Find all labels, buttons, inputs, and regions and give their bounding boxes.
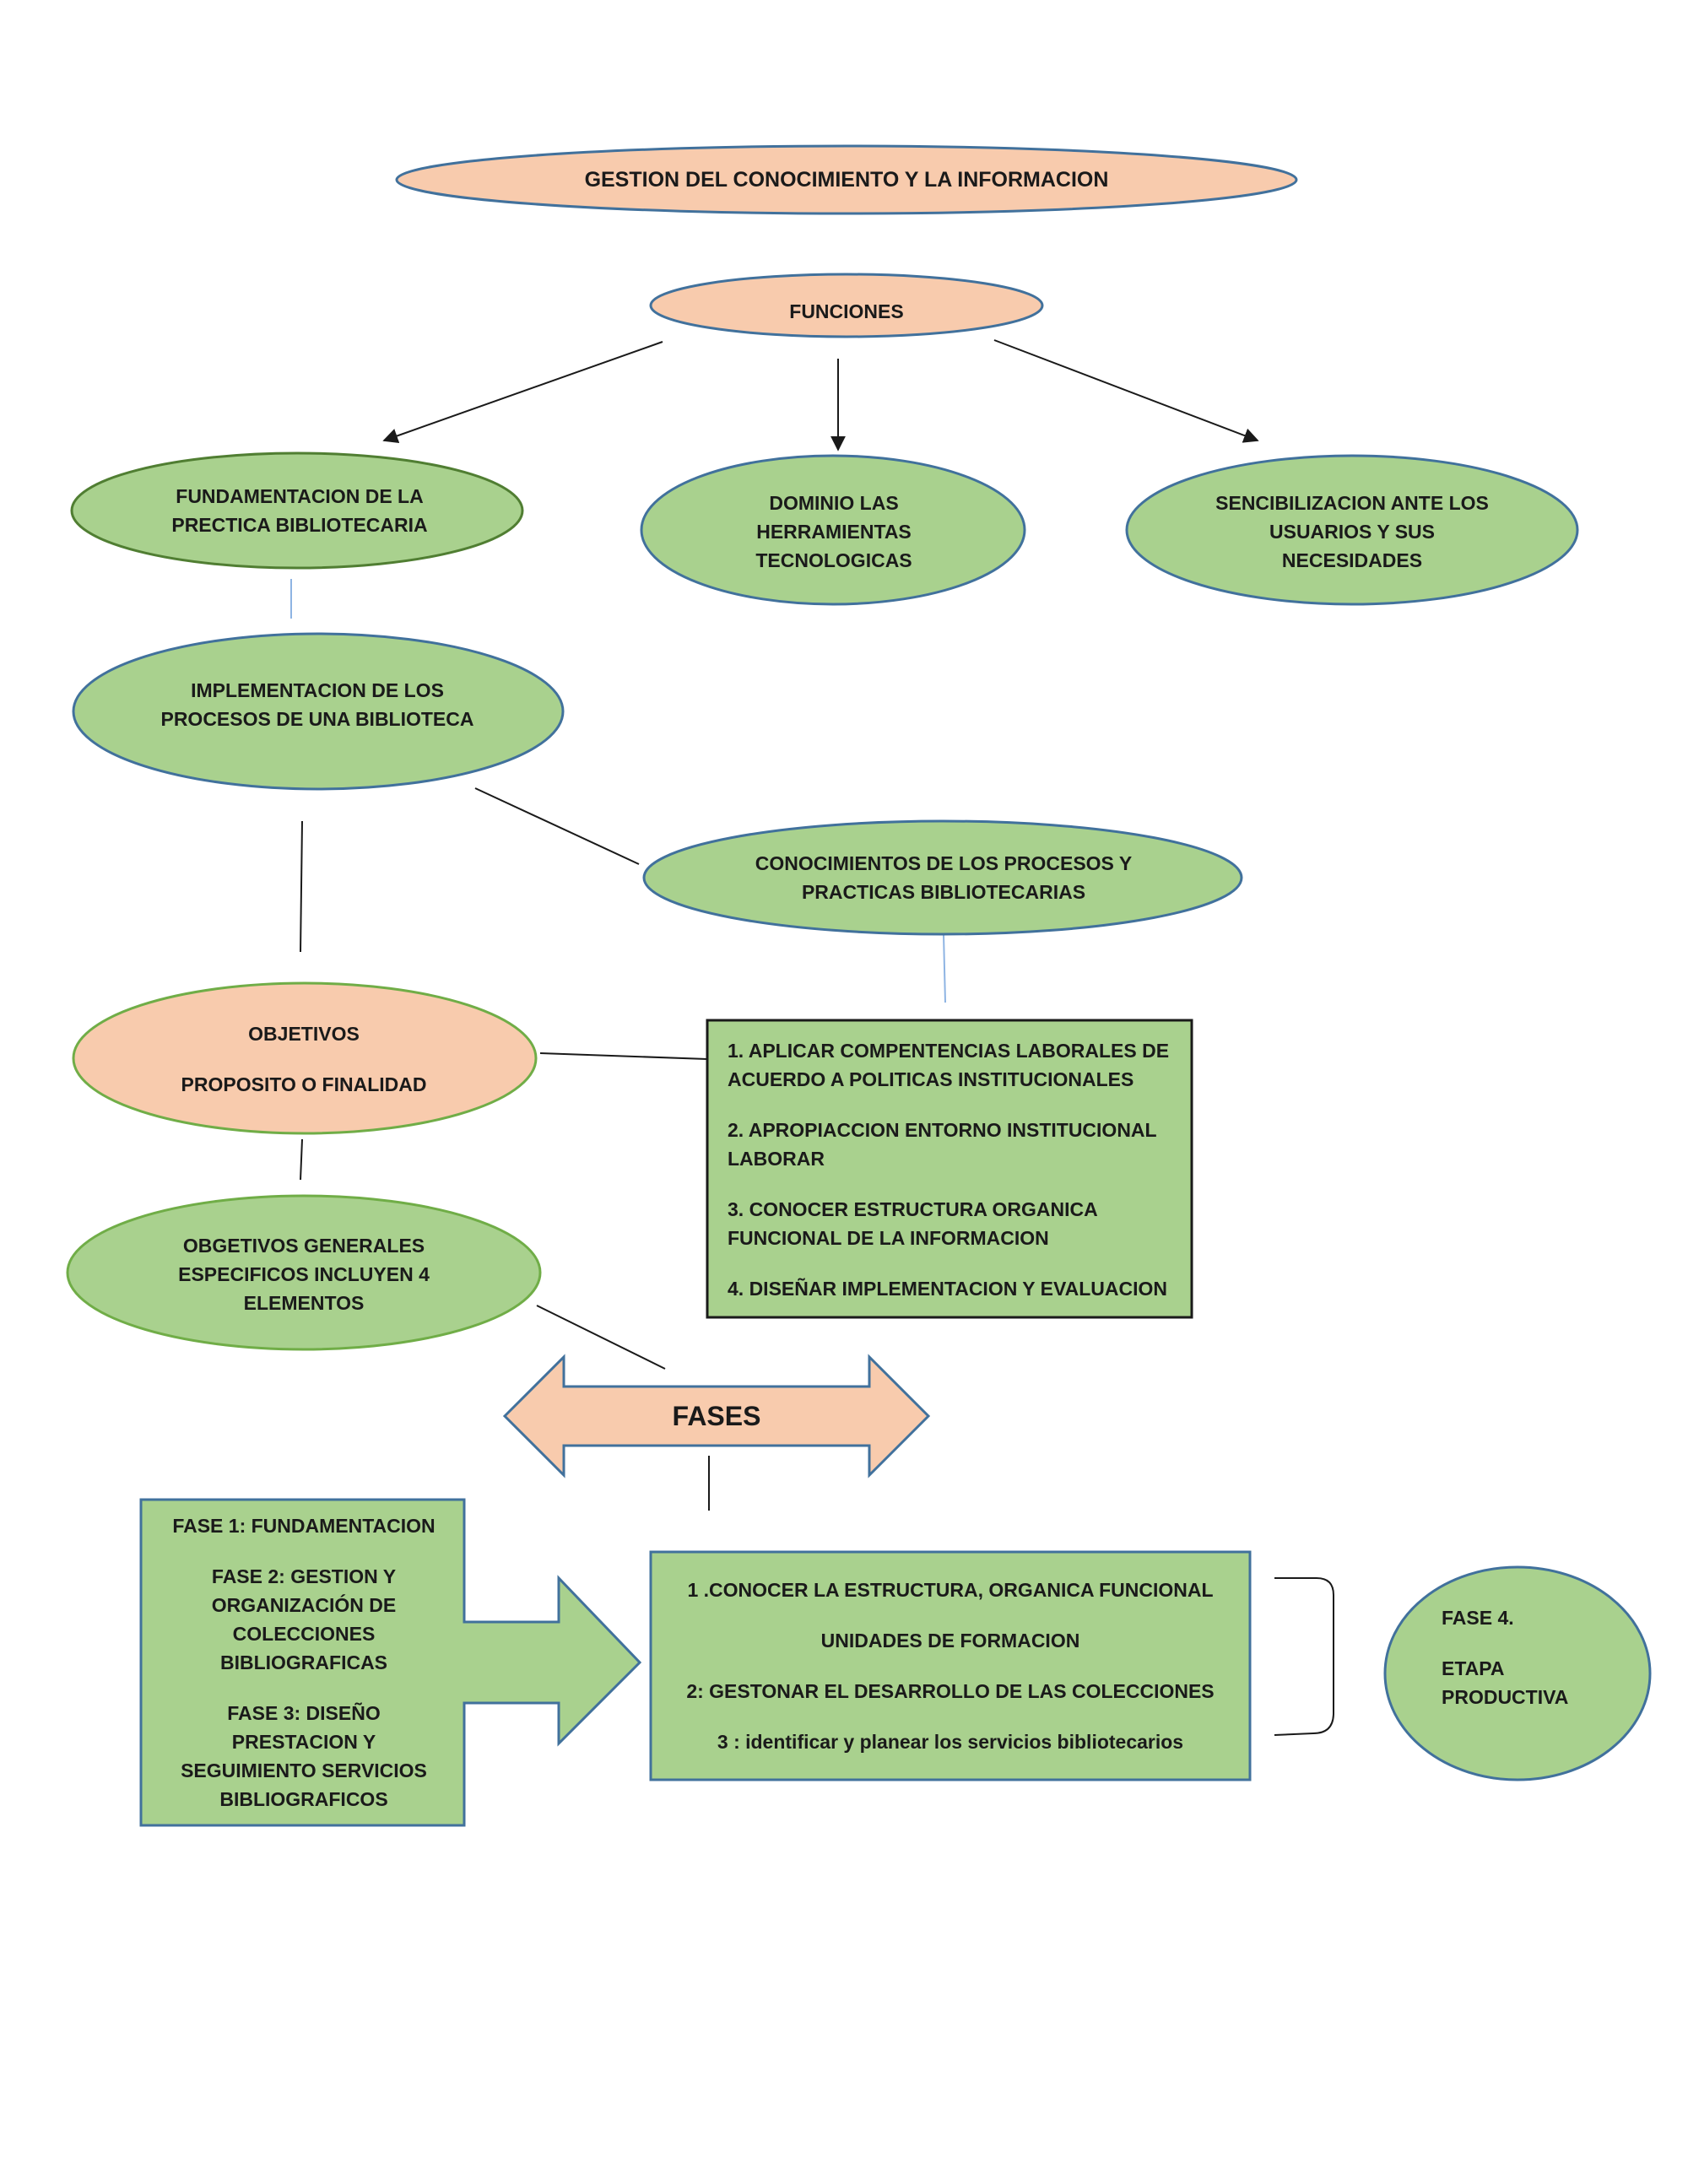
conocimientos-node-shape bbox=[642, 819, 1243, 936]
dominio-node-shape bbox=[640, 454, 1026, 606]
generales-label: OBGETIVOS GENERALES ESPECIFICOS INCLUYEN… bbox=[178, 1235, 430, 1314]
funciones-node: FUNCIONES bbox=[658, 294, 1035, 327]
competencia-item-2: 2. APROPIACCION ENTORNO INSTITUCIONAL LA… bbox=[728, 1119, 1157, 1170]
title-label: GESTION DEL CONOCIMIENTO Y LA INFORMACIO… bbox=[584, 168, 1109, 192]
step-item-2: UNIDADES DE FORMACION bbox=[820, 1630, 1080, 1652]
title-node: GESTION DEL CONOCIMIENTO Y LA INFORMACIO… bbox=[405, 152, 1288, 208]
line-conocimientos-to-competencias bbox=[943, 933, 946, 1003]
line-implementacion-to-objetivos bbox=[300, 820, 303, 953]
dominio-node: DOMINIO LAS HERRAMIENTAS TECNOLOGICAS bbox=[734, 481, 933, 582]
objetivos-title: OBJETIVOS bbox=[248, 1023, 360, 1045]
objetivos-node-shape bbox=[72, 981, 538, 1135]
conocimientos-node: CONOCIMIENTOS DE LOS PROCESOS Y PRACTICA… bbox=[743, 840, 1144, 916]
fase4-subtitle: ETAPA PRODUCTIVA bbox=[1442, 1657, 1569, 1708]
generales-node-shape bbox=[66, 1194, 542, 1351]
phase-item-1: FASE 1: FUNDAMENTACION bbox=[172, 1515, 436, 1537]
funciones-label: FUNCIONES bbox=[789, 300, 904, 322]
steps-box-shape bbox=[649, 1550, 1252, 1781]
fundamentacion-label: FUNDAMENTACION DE LA PRECTICA BIBLIOTECA… bbox=[171, 485, 428, 536]
implementacion-label: IMPLEMENTACION DE LOS PROCESOS DE UNA BI… bbox=[160, 679, 474, 730]
step-item-1: 1 .CONOCER LA ESTRUCTURA, ORGANICA FUNCI… bbox=[687, 1579, 1214, 1601]
funciones-node-shape bbox=[649, 273, 1044, 338]
step-item-4: 3 : identificar y planear los servicios … bbox=[717, 1731, 1184, 1753]
conocimientos-label: CONOCIMIENTOS DE LOS PROCESOS Y PRACTICA… bbox=[755, 852, 1133, 903]
line-objetivos-to-competencias bbox=[539, 1052, 708, 1060]
fundamentacion-node-shape bbox=[70, 451, 524, 570]
competencia-item-1: 1. APLICAR COMPENTENCIAS LABORALES DE AC… bbox=[728, 1040, 1170, 1090]
arrow-funciones-to-fundamentacion bbox=[382, 341, 663, 444]
phase-list: FASE 1: FUNDAMENTACION FASE 2: GESTION Y… bbox=[152, 1506, 456, 1819]
fases-label: FASES bbox=[672, 1401, 761, 1431]
title-node-shape bbox=[395, 144, 1298, 215]
fase4-node-shape bbox=[1383, 1565, 1652, 1781]
competencia-item-4: 4. DISEÑAR IMPLEMENTACION Y EVALUACION bbox=[728, 1278, 1167, 1300]
sencibilizacion-node-shape bbox=[1125, 454, 1579, 606]
bracket-steps-to-fase4 bbox=[1274, 1577, 1334, 1736]
arrow-funciones-to-sencibilizacion bbox=[993, 339, 1259, 443]
competencias-box-shape bbox=[706, 1019, 1193, 1319]
implementacion-node-shape bbox=[72, 632, 565, 791]
phase-item-3: FASE 3: DISEÑO PRESTACION Y SEGUIMIENTO … bbox=[181, 1702, 427, 1810]
implementacion-node: IMPLEMENTACION DE LOS PROCESOS DE UNA BI… bbox=[160, 667, 474, 743]
line-generales-to-fases bbox=[536, 1305, 666, 1370]
competencia-item-3: 3. CONOCER ESTRUCTURA ORGANICA FUNCIONAL… bbox=[728, 1198, 1097, 1249]
steps-box: 1 .CONOCER LA ESTRUCTURA, ORGANICA FUNCI… bbox=[655, 1557, 1246, 1775]
fase4-title: FASE 4. bbox=[1442, 1607, 1514, 1629]
fases-node: FASES bbox=[564, 1391, 869, 1441]
dominio-label: DOMINIO LAS HERRAMIENTAS TECNOLOGICAS bbox=[755, 492, 912, 571]
fundamentacion-node: FUNDAMENTACION DE LA PRECTICA BIBLIOTECA… bbox=[160, 473, 439, 549]
fases-double-arrow-shape bbox=[502, 1354, 931, 1479]
fase4-node: FASE 4. ETAPA PRODUCTIVA bbox=[1442, 1603, 1610, 1730]
line-objetivos-to-generales bbox=[300, 1138, 303, 1181]
sencibilizacion-label: SENCIBILIZACION ANTE LOS USUARIOS Y SUS … bbox=[1215, 492, 1489, 571]
generales-node: OBGETIVOS GENERALES ESPECIFICOS INCLUYEN… bbox=[169, 1224, 439, 1325]
step-item-3: 2: GESTONAR EL DESARROLLO DE LAS COLECCI… bbox=[686, 1680, 1215, 1702]
competencias-box: 1. APLICAR COMPENTENCIAS LABORALES DE AC… bbox=[728, 1026, 1175, 1313]
phase-item-2: FASE 2: GESTION Y ORGANIZACIÓN DE COLECC… bbox=[211, 1565, 397, 1673]
phase-list-arrow-shape bbox=[139, 1498, 642, 1827]
objetivos-node: OBJETIVOS PROPOSITO O FINALIDAD bbox=[127, 1004, 481, 1114]
connectors bbox=[290, 339, 1334, 1736]
objetivos-subtitle: PROPOSITO O FINALIDAD bbox=[181, 1073, 427, 1095]
line-implementacion-to-conocimientos bbox=[474, 787, 640, 865]
sencibilizacion-node: SENCIBILIZACION ANTE LOS USUARIOS Y SUS … bbox=[1207, 481, 1497, 582]
